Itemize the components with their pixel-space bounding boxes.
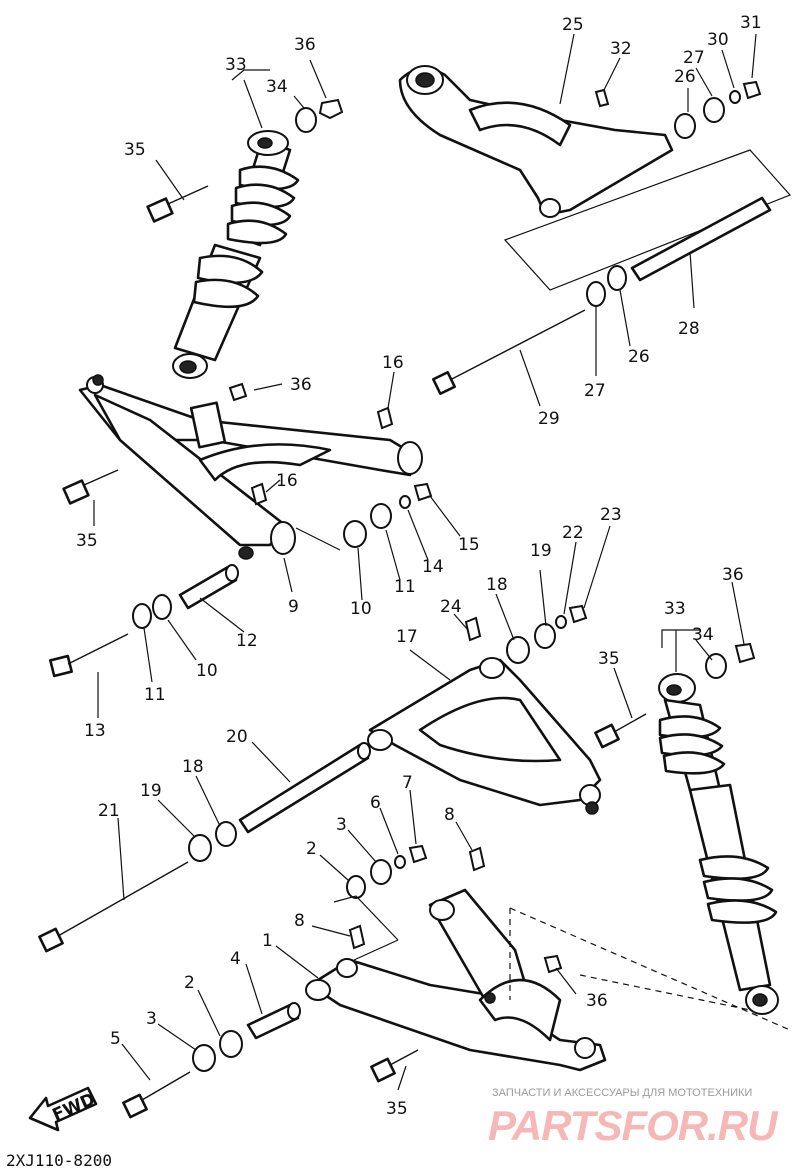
callout-16: 16 <box>382 353 404 373</box>
collar-4 <box>246 1002 301 1040</box>
callout-3: 3 <box>146 1009 157 1029</box>
callout-8: 8 <box>444 805 455 825</box>
lower-a-arm-middle <box>367 657 602 815</box>
bolt-13 <box>49 633 129 678</box>
bolt-5 <box>122 1071 191 1119</box>
callout-numbers: 33 34 36 35 25 32 26 27 30 31 28 26 27 2… <box>76 13 762 1119</box>
bolt-29 <box>432 309 586 395</box>
callout-31: 31 <box>740 13 762 33</box>
callout-11: 11 <box>394 577 416 597</box>
callout-7: 7 <box>402 773 413 793</box>
callout-4: 4 <box>230 949 241 969</box>
callout-3: 3 <box>336 815 347 835</box>
callout-21: 21 <box>98 801 120 821</box>
callout-6: 6 <box>370 793 381 813</box>
callout-8: 8 <box>294 911 305 931</box>
callout-12: 12 <box>236 631 258 651</box>
watermark: ЗАПЧАСТИ И АКСЕССУАРЫ ДЛЯ МОТОТЕХНИКИ PA… <box>488 1087 780 1149</box>
callout-36: 36 <box>586 991 608 1011</box>
bolt-21 <box>38 861 189 953</box>
callout-19: 19 <box>530 541 552 561</box>
callout-26: 26 <box>628 347 650 367</box>
shaft-20 <box>238 742 371 834</box>
callout-33: 33 <box>664 599 686 619</box>
callout-20: 20 <box>226 727 248 747</box>
shock-absorber-lower <box>658 673 779 1015</box>
callout-34: 34 <box>266 77 288 97</box>
callout-34: 34 <box>692 625 714 645</box>
callout-33: 33 <box>225 55 247 75</box>
callout-19: 19 <box>140 781 162 801</box>
callout-23: 23 <box>600 505 622 525</box>
shock-absorber-upper <box>172 130 300 379</box>
bolt-35-right <box>594 713 647 749</box>
callout-2: 2 <box>184 973 195 993</box>
bolt-35-lower <box>370 1049 419 1083</box>
upper-a-arm-right <box>398 65 792 291</box>
callout-17: 17 <box>396 627 418 647</box>
callout-5: 5 <box>110 1029 121 1049</box>
callout-10: 10 <box>196 661 218 681</box>
callout-30: 30 <box>707 30 729 50</box>
callout-15: 15 <box>458 535 480 555</box>
callout-11: 11 <box>144 685 166 705</box>
callout-16: 16 <box>276 471 298 491</box>
callout-24: 24 <box>440 597 462 617</box>
callout-25: 25 <box>562 15 584 35</box>
fwd-arrow: FWD <box>28 1086 98 1132</box>
callout-2: 2 <box>306 839 317 859</box>
callout-35: 35 <box>598 649 620 669</box>
diagram-code: 2XJ110-8200 <box>6 1151 112 1170</box>
bolts-and-shafts <box>38 185 772 1119</box>
callout-36: 36 <box>722 565 744 585</box>
collar-12 <box>178 564 239 610</box>
lower-a-arm-bottom <box>305 888 607 1072</box>
callout-26: 26 <box>674 67 696 87</box>
leader-lines <box>93 33 791 1091</box>
callout-9: 9 <box>288 597 299 617</box>
watermark-logo: PARTSFOR.RU <box>488 1102 779 1149</box>
callout-35: 35 <box>124 140 146 160</box>
callout-32: 32 <box>610 39 632 59</box>
callout-36: 36 <box>294 35 316 55</box>
callout-18: 18 <box>182 757 204 777</box>
callout-35: 35 <box>76 531 98 551</box>
callout-1: 1 <box>262 931 273 951</box>
callout-27: 27 <box>584 381 606 401</box>
callout-13: 13 <box>84 721 106 741</box>
callout-35: 35 <box>386 1099 408 1119</box>
shaft-28 <box>630 196 772 282</box>
callout-27: 27 <box>683 48 705 68</box>
small-hardware <box>132 80 762 1072</box>
callout-36: 36 <box>290 375 312 395</box>
callout-22: 22 <box>562 523 584 543</box>
callout-28: 28 <box>678 319 700 339</box>
callout-29: 29 <box>538 409 560 429</box>
bolt-35-upper <box>146 185 209 223</box>
upper-a-arm-left <box>78 374 423 560</box>
bolt-35-left <box>62 469 119 505</box>
watermark-caption: ЗАПЧАСТИ И АКСЕССУАРЫ ДЛЯ МОТОТЕХНИКИ <box>492 1087 752 1099</box>
callout-14: 14 <box>422 557 444 577</box>
callout-18: 18 <box>486 575 508 595</box>
callout-10: 10 <box>350 599 372 619</box>
